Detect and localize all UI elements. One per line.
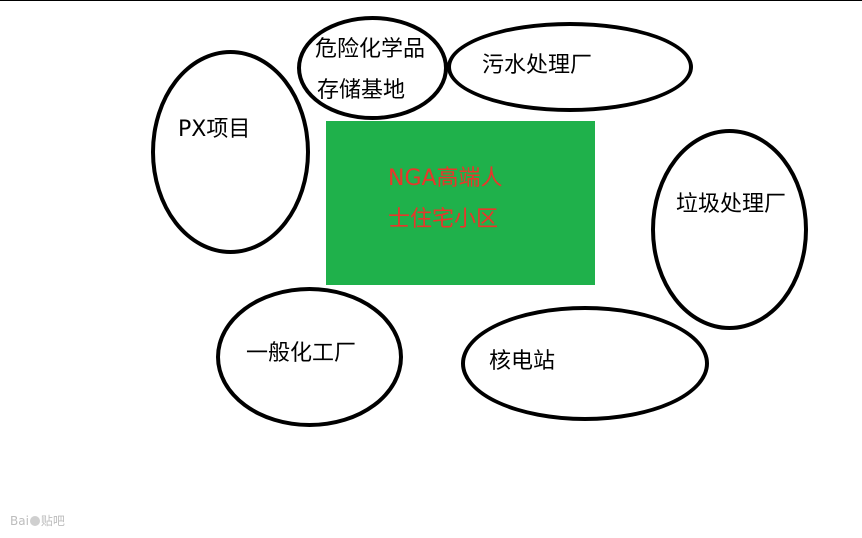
residential-area-label-line2: 士住宅小区 (388, 207, 499, 232)
garbage-plant-label: 垃圾处理厂 (676, 192, 787, 217)
watermark-brand-right: 贴吧 (40, 514, 65, 528)
hazardous-chemicals-label-line1: 危险化学品 (315, 37, 426, 62)
px-project-label: PX项目 (178, 117, 251, 142)
chemical-plant-label: 一般化工厂 (246, 341, 357, 366)
baidu-tieba-watermark: Bai 贴吧 (10, 512, 65, 529)
garbage-plant-node (651, 129, 808, 330)
residential-area-box (326, 121, 595, 285)
nuclear-plant-label: 核电站 (489, 349, 556, 374)
top-border-line (0, 0, 862, 1)
sewage-plant-label: 污水处理厂 (482, 53, 593, 78)
hazardous-chemicals-node (297, 16, 448, 120)
nuclear-plant-node (461, 306, 709, 421)
hazardous-chemicals-label-line2: 存储基地 (317, 78, 406, 103)
chemical-plant-node (216, 287, 403, 427)
paw-icon (29, 516, 40, 526)
px-project-node (151, 50, 310, 254)
residential-area-label-line1: NGA高端人 (388, 166, 503, 191)
sewage-plant-node (447, 22, 693, 112)
watermark-brand-left: Bai (10, 514, 29, 528)
